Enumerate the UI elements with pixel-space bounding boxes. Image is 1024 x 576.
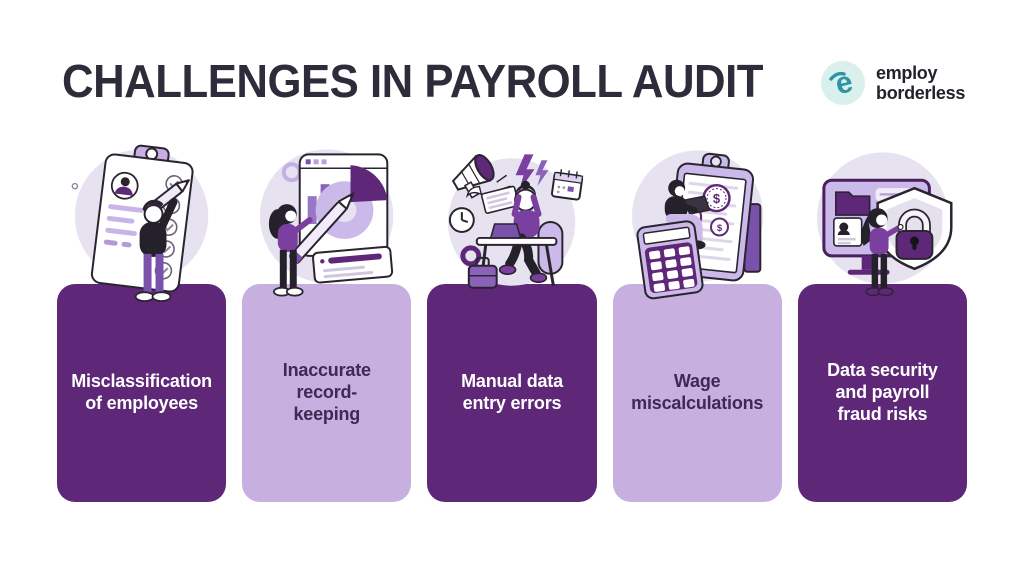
brand-name-line1: employ — [876, 63, 938, 83]
person-figure — [269, 204, 313, 297]
dollar-coin-icon: $ — [701, 183, 731, 213]
woman-pencil-pie-chart-illustration — [242, 138, 411, 310]
lightning-icon — [535, 160, 549, 187]
briefcase-icon — [468, 256, 499, 289]
employ-borderless-e-icon: e — [820, 60, 866, 106]
card-manual-entry-errors: Manual data entry errors — [427, 138, 597, 502]
clipboard-checklist-person-illustration — [57, 138, 226, 310]
lightning-icon — [515, 154, 535, 193]
brand-logo: e employ borderless — [820, 60, 965, 106]
card-body-wage-miscalculations: Wage miscalculations — [612, 284, 782, 502]
card-body-manual-entry-errors: Manual data entry errors — [427, 284, 597, 502]
clipboard-icon — [90, 144, 194, 293]
card-label: Manual data entry errors — [461, 371, 563, 413]
card-body-misclassification: Misclassification of employees — [57, 284, 227, 502]
person-figure — [134, 198, 178, 303]
clock-icon — [449, 207, 476, 233]
card-label: Data security and payroll fraud risks — [827, 360, 938, 424]
note-card-icon — [312, 245, 394, 284]
card-data-security: Data security and payroll fraud risks — [797, 138, 968, 502]
card-label: Inaccurate record- keeping — [282, 360, 371, 424]
card-body-inaccurate-records: Inaccurate record- keeping — [242, 284, 412, 502]
padlock-icon — [895, 208, 934, 260]
dollar-coin-icon: $ — [709, 217, 729, 237]
card-body-data-security: Data security and payroll fraud risks — [797, 284, 968, 502]
receipt-icon — [466, 185, 520, 214]
shield-padlock-monitor-illustration — [798, 138, 967, 310]
card-wage-miscalculations: $ $ $ — [612, 138, 782, 502]
person-figure — [861, 208, 904, 297]
card-label: Misclassification of employees — [71, 371, 212, 413]
stressed-worker-desk-illustration — [427, 138, 596, 310]
gear-icon — [460, 245, 482, 267]
svg-text:$: $ — [713, 191, 720, 206]
id-card-icon — [832, 217, 863, 247]
challenge-cards-row: Misclassification of employees — [57, 138, 968, 502]
svg-text:$: $ — [716, 223, 722, 234]
bar-chart-icon — [307, 196, 317, 224]
man-calculator-clipboard-coins-illustration: $ $ $ — [613, 138, 782, 310]
card-inaccurate-records: Inaccurate record- keeping — [242, 138, 412, 502]
laptop-icon — [490, 223, 523, 239]
page-title: CHALLENGES IN PAYROLL AUDIT — [62, 55, 763, 107]
card-misclassification: Misclassification of employees — [57, 138, 227, 502]
folder-icon — [834, 191, 871, 216]
card-label: Wage miscalculations — [631, 371, 764, 413]
calculator-icon — [636, 220, 704, 300]
brand-name: employ borderless — [876, 63, 965, 103]
brand-name-line2: borderless — [876, 83, 966, 103]
calendar-icon — [551, 169, 584, 201]
